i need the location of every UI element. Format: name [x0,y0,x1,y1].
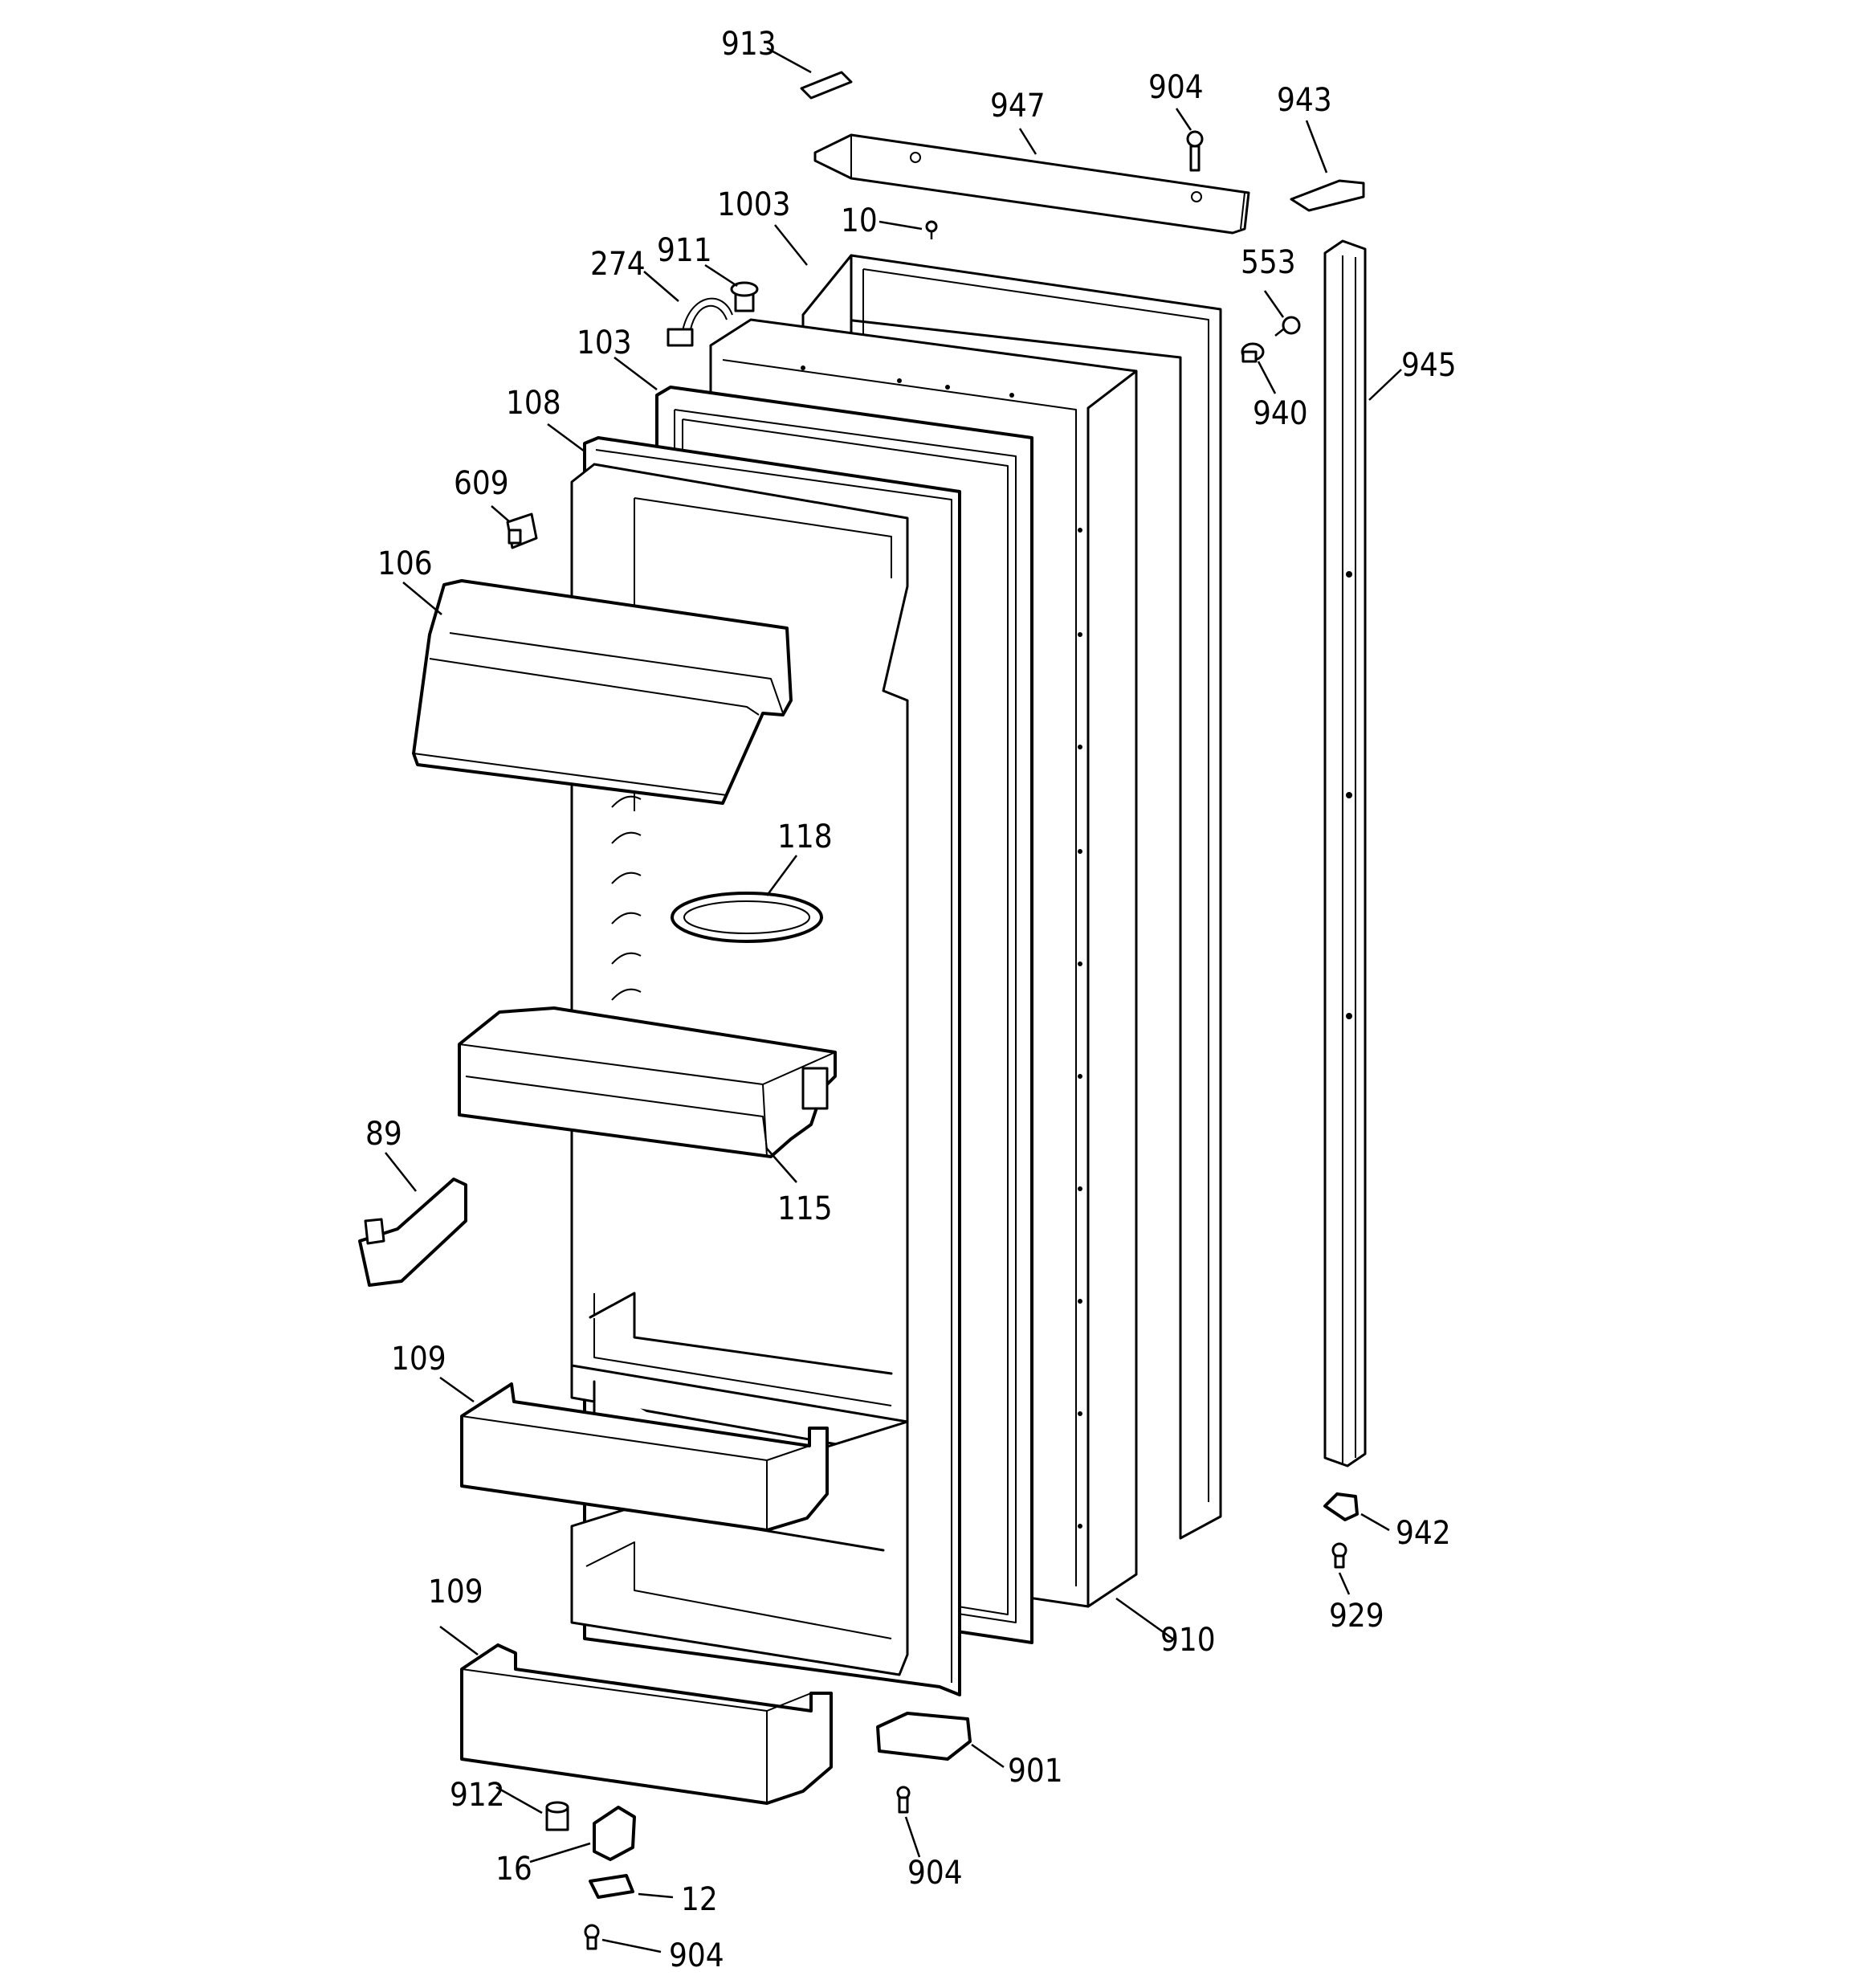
callout-910: 910 [1160,1622,1216,1659]
callout-904-bottom: 904 [669,1937,724,1974]
part-115-shelf-bin [458,1006,837,1158]
part-109-lower-bin [460,1643,833,1805]
part-12-hinge-plate [589,1874,634,1899]
callout-911: 911 [657,232,712,269]
callout-108: 108 [506,385,561,422]
liner-side-ribs [611,795,642,1001]
part-904-screw-mid [896,1786,911,1814]
leader-lines [385,47,1402,1953]
door-panel-screw-holes [801,365,1082,1529]
part-553-screw [1274,316,1301,337]
part-118-light-lens [671,892,823,943]
callout-929: 929 [1329,1598,1384,1635]
callout-609: 609 [454,465,509,502]
callout-103: 103 [577,325,632,361]
door-handle [1323,239,1367,1468]
callout-553: 553 [1241,244,1296,281]
callout-942: 942 [1396,1515,1451,1552]
callout-913: 913 [721,26,777,63]
callout-16: 16 [495,1851,532,1888]
callout-945: 945 [1401,347,1457,384]
callout-106: 106 [377,545,433,582]
callout-labels: 913 947 904 943 1003 10 911 274 553 945 … [365,26,1457,1974]
callout-115: 115 [777,1190,833,1227]
part-943-hinge-cover [1290,179,1365,212]
callout-109-lower: 109 [428,1574,483,1610]
door-top-cap [813,133,1250,235]
callout-118: 118 [777,818,833,855]
callout-943: 943 [1277,82,1332,119]
callout-109-upper: 109 [391,1341,446,1378]
part-901-bracket [876,1712,972,1761]
part-940-bushing [1241,342,1265,363]
part-904-screw-bottom [584,1924,600,1950]
part-106-dispenser-bin [412,579,793,805]
callout-274: 274 [590,246,646,283]
part-911-plug [730,281,759,312]
part-274-wire-harness [667,297,733,347]
part-89-cover [358,1178,467,1287]
part-929-screw [1331,1542,1347,1569]
callout-912: 912 [450,1777,505,1814]
callout-10: 10 [841,202,878,239]
callout-904-mid: 904 [907,1855,963,1892]
callout-904-top: 904 [1148,69,1204,106]
callout-947: 947 [990,88,1046,125]
callout-89: 89 [365,1116,402,1153]
part-10-screw [925,220,938,239]
callout-940: 940 [1253,395,1308,432]
part-913-clip [800,71,853,100]
part-16-hinge [593,1806,636,1861]
part-942-hinge [1323,1492,1359,1521]
part-109-upper-bin [460,1382,829,1532]
part-912-bushing [545,1801,569,1831]
callout-901: 901 [1008,1753,1063,1790]
callout-12: 12 [681,1881,718,1918]
callout-1003: 1003 [717,186,791,223]
part-904-screw-top [1186,130,1204,172]
part-609-switch [506,512,538,549]
